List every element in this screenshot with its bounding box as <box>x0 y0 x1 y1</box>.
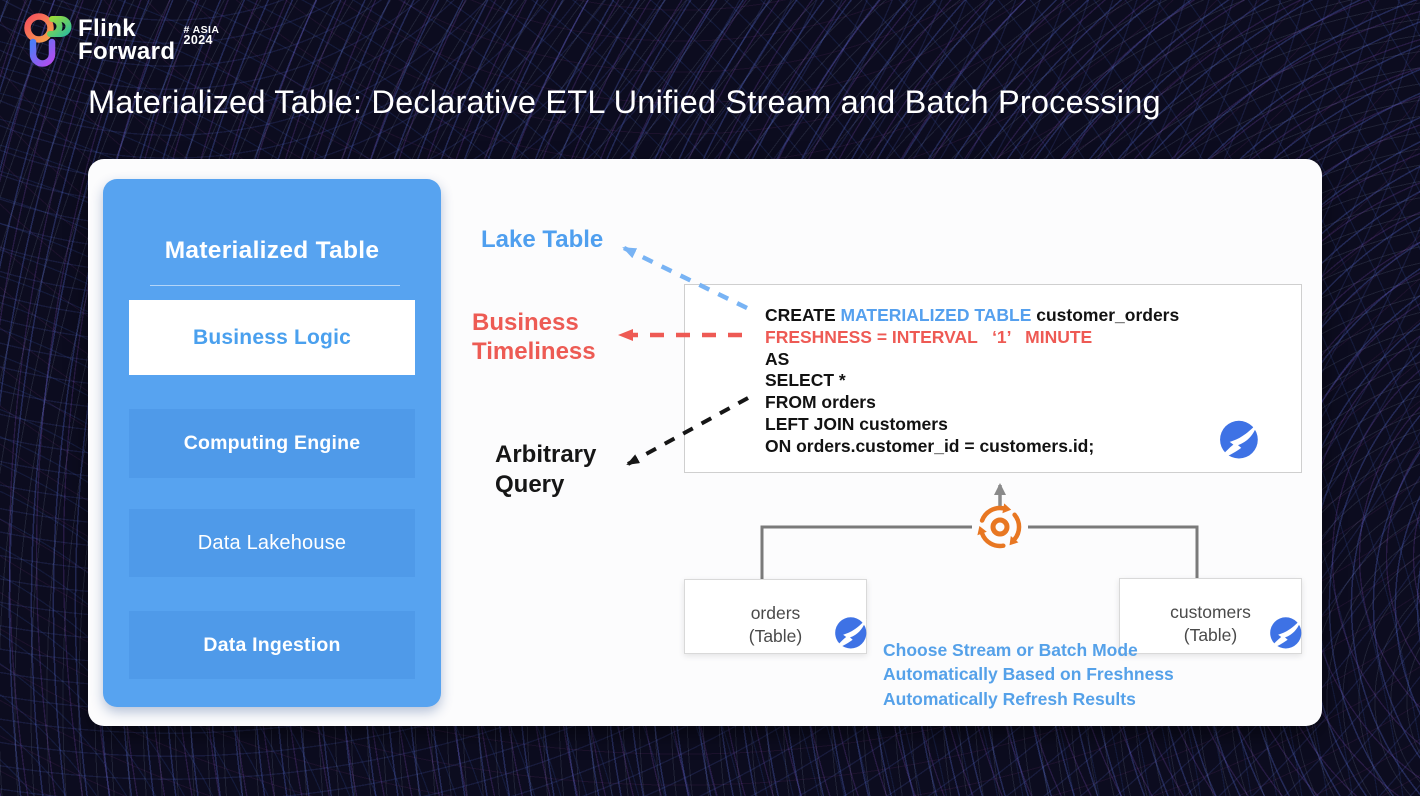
customers-table-kind: (Table) <box>1183 624 1238 645</box>
sql-line-from: FROM orders <box>765 392 876 413</box>
logo-word-forward: Forward <box>78 38 176 65</box>
orders-table-box: orders (Table) <box>684 579 867 654</box>
label-business-timeliness-line1: Business <box>472 309 579 336</box>
stack-item-data-lakehouse: Data Lakehouse <box>129 509 415 577</box>
note-line-1: Choose Stream or Batch Mode <box>883 640 1138 660</box>
label-arbitrary-query-line1: Arbitrary <box>495 441 597 468</box>
architecture-stack-panel: Materialized Table Business Logic Comput… <box>103 179 441 707</box>
paimon-icon <box>831 615 869 653</box>
note-line-3: Automatically Refresh Results <box>883 688 1136 709</box>
stack-divider <box>150 285 400 286</box>
customers-table-box: customers (Table) <box>1119 578 1302 654</box>
note-line-2: Automatically Based on Freshness <box>883 664 1174 685</box>
stack-item-business-logic: Business Logic <box>129 300 415 375</box>
refresh-icon <box>977 503 1022 549</box>
paimon-icon <box>1215 418 1261 464</box>
flink-forward-logo: Flink Forward # ASIA 2024 <box>22 12 219 68</box>
stack-header: Materialized Table <box>164 237 380 264</box>
flink-forward-logo-icon <box>24 13 72 67</box>
sql-materialized-table-kw: MATERIALIZED TABLE <box>840 305 1037 325</box>
paimon-icon <box>1266 615 1304 653</box>
logo-word-flink: Flink <box>78 15 137 42</box>
sql-line-join: LEFT JOIN customers <box>765 413 948 434</box>
sql-line-on: ON orders.customer_id = customers.id; <box>765 435 1095 456</box>
sql-table-name: customer_orders <box>1036 305 1180 325</box>
badge-asia: # ASIA <box>183 24 220 36</box>
orders-table-name: orders <box>750 603 801 623</box>
sql-line-freshness: FRESHNESS = INTERVAL ‘1’ MINUTE <box>765 326 1093 347</box>
connector-customers <box>1028 525 1199 578</box>
sql-line-select: SELECT * <box>765 370 846 391</box>
badge-year: 2024 <box>183 33 213 47</box>
label-arbitrary-query-line2: Query <box>495 471 565 498</box>
page-title: Materialized Table: Declarative ETL Unif… <box>88 84 1161 120</box>
label-business-timeliness: Business Timeliness <box>472 308 596 366</box>
sql-create-kw: CREATE <box>765 305 841 325</box>
content-card: Materialized Table Business Logic Comput… <box>88 159 1322 726</box>
logo-edition-badge: # ASIA 2024 <box>183 12 219 68</box>
stack-item-computing-engine: Computing Engine <box>129 409 415 478</box>
connector-orders <box>760 525 972 579</box>
stack-item-data-ingestion: Data Ingestion <box>129 611 415 679</box>
refresh-mode-notes: Choose Stream or Batch Mode Automaticall… <box>883 638 1174 711</box>
orders-table-kind: (Table) <box>748 625 803 646</box>
sql-line-create: CREATE MATERIALIZED TABLE customer_order… <box>765 305 1301 327</box>
label-business-timeliness-line2: Timeliness <box>472 338 596 365</box>
logo-wordmark: Flink Forward <box>78 12 175 68</box>
customers-table-name: customers <box>1170 602 1251 622</box>
sql-code-box: CREATE MATERIALIZED TABLE customer_order… <box>684 284 1302 473</box>
label-arbitrary-query: Arbitrary Query <box>495 440 596 500</box>
label-lake-table: Lake Table <box>481 226 604 253</box>
sql-line-as: AS <box>765 348 790 369</box>
